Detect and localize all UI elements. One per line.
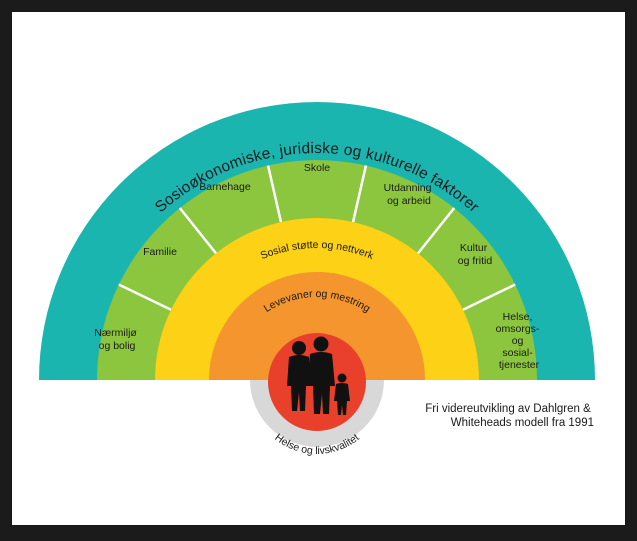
attribution-caption: Fri videreutvikling av Dahlgren & Whiteh…: [425, 403, 594, 429]
family-silhouette-icon: [287, 336, 350, 415]
segment-divider: [417, 207, 456, 255]
segment-divider: [178, 207, 217, 255]
poster: Sosioøkonomiske, juridiske og kulturelle…: [12, 12, 625, 525]
segment-dividers: [118, 165, 516, 311]
segment-label-health-services: Helse, omsorgs- og sosial- tjenester: [496, 311, 543, 371]
segment-divider: [462, 283, 516, 311]
lifestyle-band: [209, 272, 425, 380]
segment-divider: [118, 283, 172, 311]
rainbow-diagram: Sosioøkonomiske, juridiske og kulturelle…: [39, 102, 595, 457]
segment-divider: [266, 165, 283, 223]
segment-label-kindergarten: Barnehage: [199, 181, 251, 193]
segment-divider: [351, 165, 368, 223]
segment-label-neighborhood: Nærmiljø og bolig: [94, 327, 140, 352]
segment-label-family: Familie: [143, 246, 177, 258]
segment-label-culture-leisure: Kultur og fritid: [458, 242, 493, 267]
segment-label-education-work: Utdanning og arbeid: [384, 182, 435, 207]
segment-label-school: Skole: [304, 162, 330, 174]
